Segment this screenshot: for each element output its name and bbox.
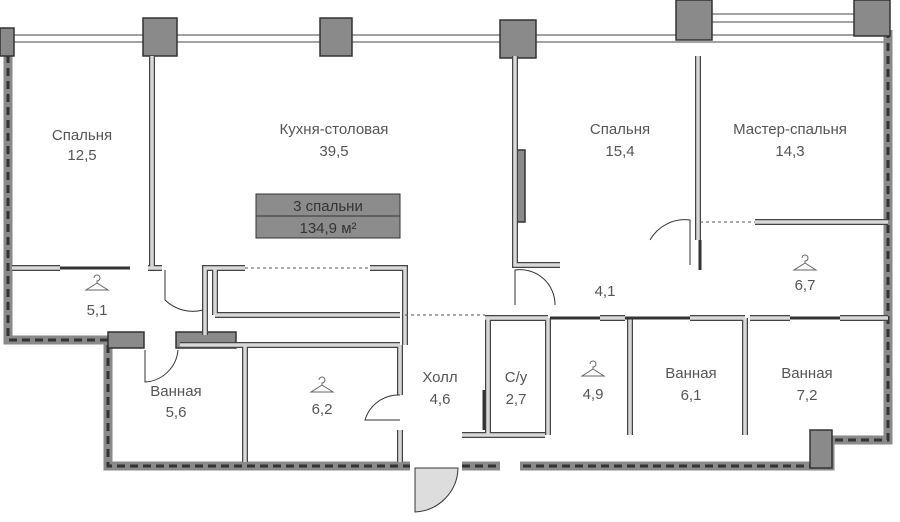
room-name: Мастер-спальня [733, 121, 847, 138]
summary-badge: 3 спальни 134,9 м² [255, 193, 401, 239]
room-name: Спальня [590, 121, 650, 138]
room-name: С/у [505, 369, 528, 386]
room-area: 6,2 [312, 401, 333, 418]
room-area: 4,1 [595, 283, 616, 300]
room-area: 14,3 [775, 143, 804, 160]
hanger-icon [309, 376, 335, 393]
room-area: 6,1 [681, 387, 702, 404]
room-area: 5,6 [166, 404, 187, 421]
bedroom-count: 3 спальни [293, 198, 363, 215]
room-area: 2,7 [506, 391, 527, 408]
hanger-icon [792, 254, 818, 271]
room-name: Кухня-столовая [280, 121, 389, 138]
room-area: 4,9 [583, 386, 604, 403]
room-name: Ванная [150, 383, 201, 400]
window-wall [10, 13, 890, 43]
room-name: Ванная [781, 365, 832, 382]
room-area: 4,6 [430, 391, 451, 408]
openings [60, 221, 840, 430]
room-name: Ванная [665, 365, 716, 382]
room-area: 5,1 [87, 302, 108, 319]
room-labels: Спальня 12,5 Кухня-столовая 39,5 Спальня… [52, 121, 847, 421]
hanger-icon [84, 274, 110, 291]
total-area: 134,9 м² [299, 220, 356, 237]
hanger-icon [580, 360, 606, 377]
interior-walls [12, 56, 888, 462]
room-name: Холл [422, 369, 457, 386]
room-area: 6,7 [795, 277, 816, 294]
doors [144, 219, 691, 513]
room-area: 15,4 [605, 143, 634, 160]
room-area: 7,2 [797, 387, 818, 404]
room-area: 39,5 [319, 143, 348, 160]
room-area: 12,5 [67, 147, 96, 164]
room-name: Спальня [52, 127, 112, 144]
